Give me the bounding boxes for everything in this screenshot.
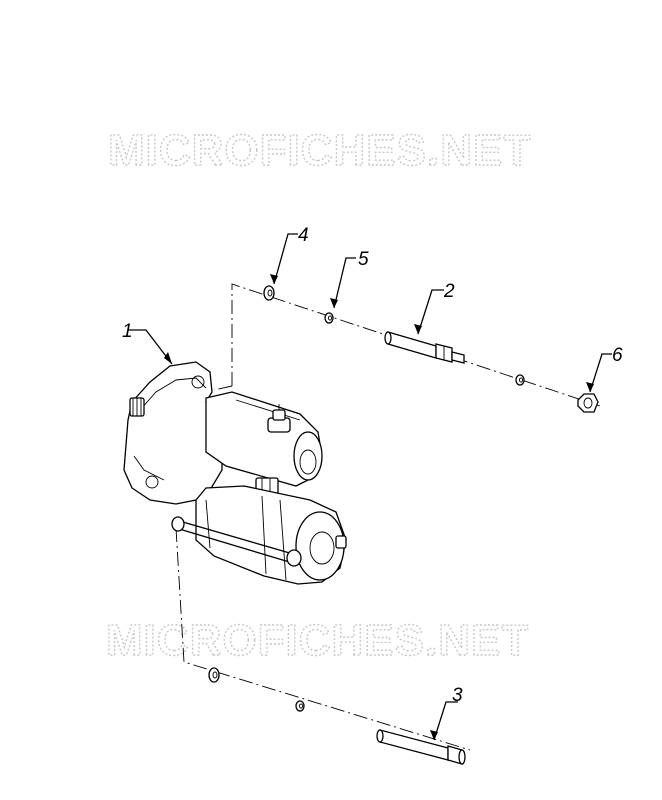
callout-leaders <box>128 233 612 741</box>
bolt-3 <box>376 729 466 765</box>
lock-washer-lower <box>295 700 305 712</box>
stud-bolt-2 <box>384 331 465 364</box>
callout-label-4: 4 <box>298 225 309 246</box>
washer-lower <box>208 667 220 683</box>
assembly-lines <box>175 283 601 751</box>
lock-washer-stud <box>515 374 525 386</box>
watermark-top: MICROFICHES.NET <box>108 126 531 175</box>
starter-motor <box>123 361 347 585</box>
washer-4 <box>263 285 275 301</box>
callout-label-5: 5 <box>358 249 369 270</box>
callout-label-3: 3 <box>452 685 463 706</box>
watermark-bottom: MICROFICHES.NET <box>106 616 529 665</box>
callout-label-2: 2 <box>443 281 455 302</box>
lock-washer-5 <box>324 312 334 324</box>
callout-label-6: 6 <box>612 345 623 366</box>
callout-label-1: 1 <box>122 321 133 342</box>
nut-6 <box>577 393 599 413</box>
